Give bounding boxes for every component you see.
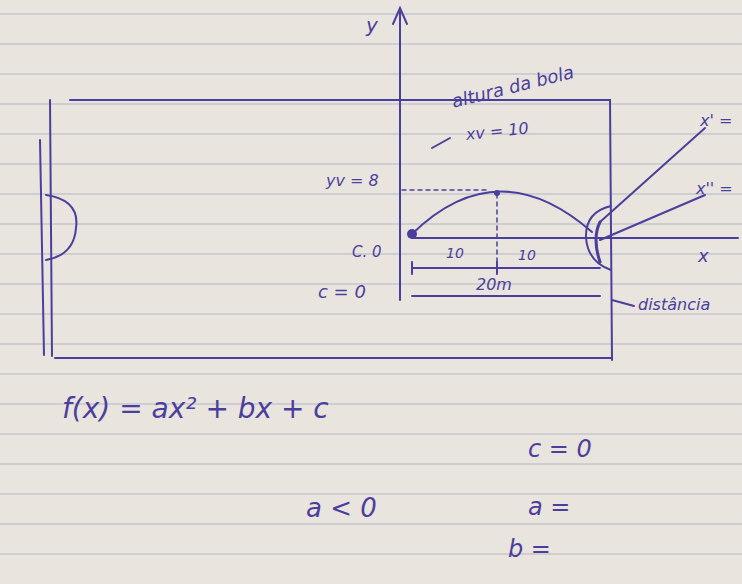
origin-label: C. 0 [352, 244, 382, 261]
formula-text: b = [508, 536, 551, 562]
vertex-label: yv = 8 [326, 172, 379, 190]
note-label: c = 0 [318, 282, 366, 302]
dimension-label: 20m [476, 276, 512, 294]
origin-dot [407, 229, 417, 239]
ink-drawing [40, 8, 738, 360]
ruled-lines [0, 14, 742, 554]
dimension-label: 10 [518, 248, 536, 263]
formula-text: c = 0 [528, 436, 592, 462]
formula-text: a < 0 [306, 494, 377, 523]
root-label: x'' = [696, 180, 733, 198]
formula-text: f(x) = ax² + bx + c [62, 394, 329, 425]
formula-text: a = [528, 494, 570, 520]
callout-label: distância [638, 296, 710, 314]
axis-label: x [698, 246, 709, 266]
vertex-dot [494, 190, 500, 196]
vertex-label: xv = 10 [465, 119, 529, 143]
axis-label: y [366, 14, 378, 36]
root-label: x' = [700, 112, 732, 130]
dimension-label: 10 [446, 246, 464, 261]
